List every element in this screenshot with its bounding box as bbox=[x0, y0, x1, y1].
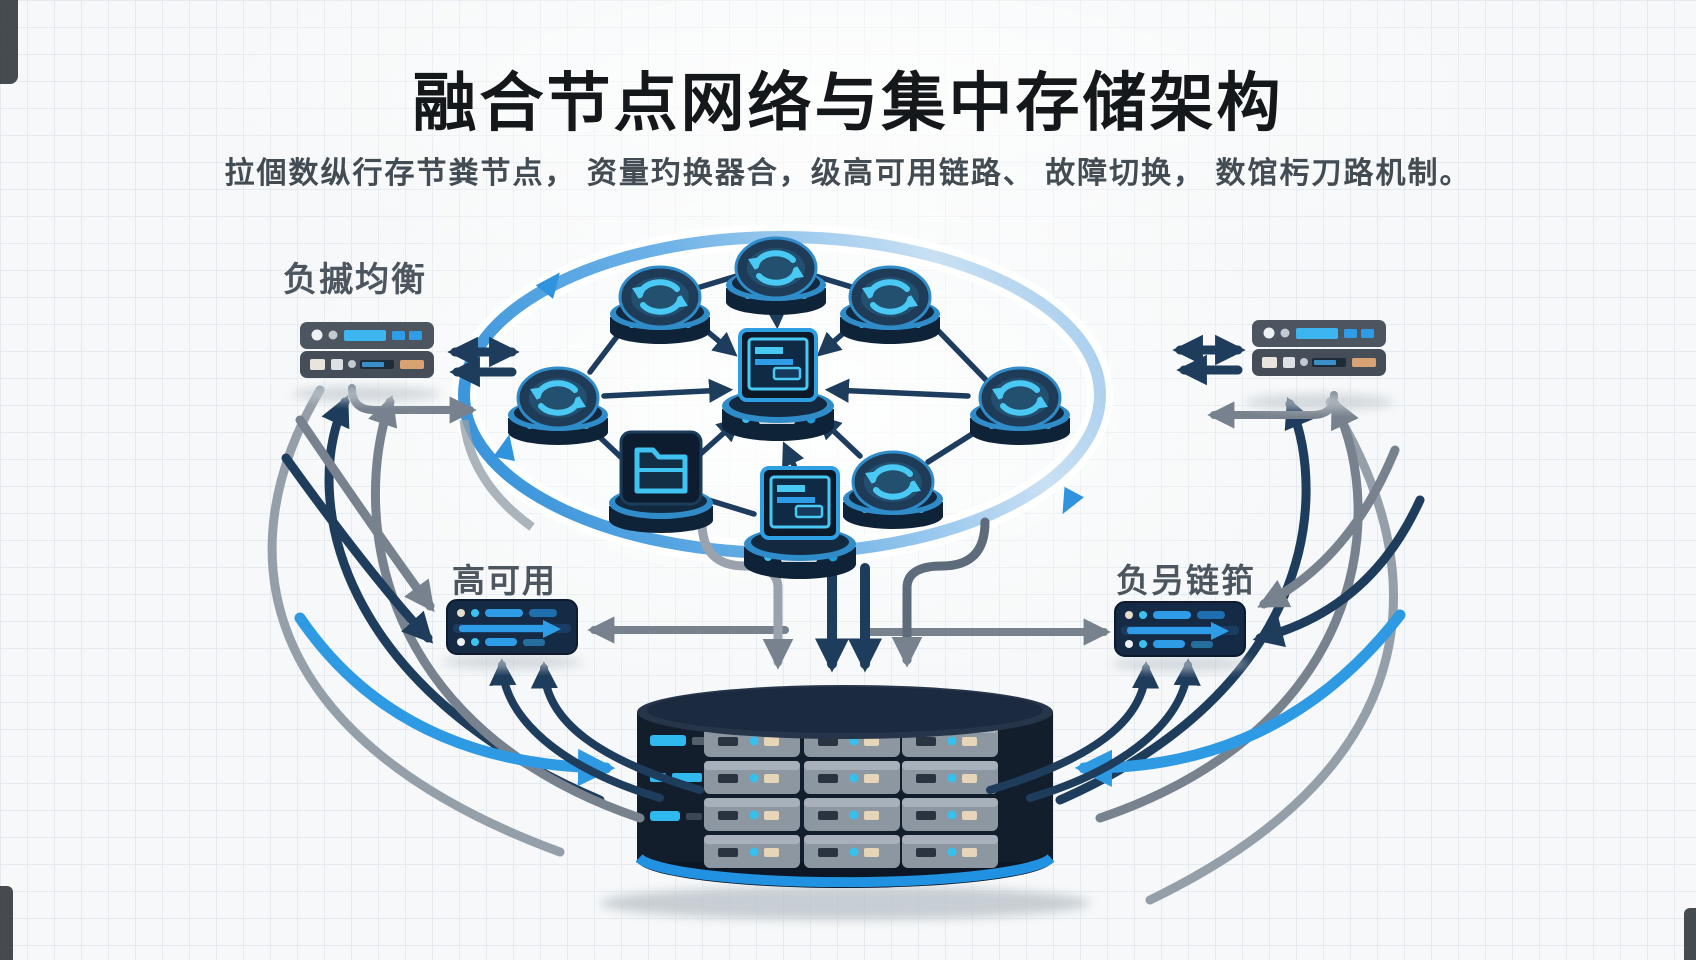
ring-arrowhead bbox=[493, 434, 515, 462]
storage-shadow bbox=[600, 886, 1090, 920]
storage-to-right-rack-arrow bbox=[1095, 397, 1363, 823]
paper-edge-mark bbox=[1684, 908, 1696, 960]
right-to-link-arrow bbox=[1252, 495, 1425, 648]
page-title: 融合节点网络与集中存储架构 bbox=[412, 67, 1284, 139]
sync-icon bbox=[508, 368, 608, 445]
label-high-availability: 高可用 bbox=[452, 562, 557, 599]
ring-arrowhead bbox=[1062, 486, 1084, 515]
document-server-icon bbox=[720, 328, 836, 443]
left-to-ha-arrow bbox=[281, 453, 434, 644]
storage-base-stripe bbox=[635, 854, 1055, 888]
ring-arrowhead bbox=[535, 272, 560, 299]
down-arrow-steel bbox=[891, 517, 990, 668]
mesh-edge-arrow bbox=[824, 378, 971, 403]
mesh-node-bottom-left bbox=[609, 432, 713, 533]
left-rack bbox=[292, 322, 442, 402]
right-to-link-arrow bbox=[1257, 445, 1400, 609]
sync-icon bbox=[840, 267, 940, 344]
mesh-node-center bbox=[720, 328, 836, 443]
label-load-balancer: 负摵均衡 bbox=[283, 261, 427, 299]
sync-icon bbox=[610, 267, 710, 344]
load-balancer-appliance bbox=[300, 322, 434, 378]
mesh-node-bottom bbox=[742, 466, 858, 581]
paper-edge-mark bbox=[0, 0, 18, 84]
mesh-edge-arrow bbox=[601, 378, 734, 403]
mesh-node-left bbox=[508, 368, 608, 445]
panel-shadow bbox=[1111, 657, 1251, 671]
storage-to-link-arrow bbox=[986, 661, 1160, 794]
page-subtitle: 拉個数纵行存节粪节点， 资量玓换器合，级高可用链路、 故障切换， 数馆杇刀路机制… bbox=[224, 157, 1472, 190]
storage-to-link-arrow bbox=[1026, 658, 1201, 802]
label-link-aggregation: 负叧链筘 bbox=[1116, 562, 1256, 599]
ring-shadow-arc bbox=[459, 419, 535, 531]
storage-to-ha-arrow bbox=[530, 661, 704, 794]
folder-icon bbox=[609, 432, 713, 533]
load-balancer-appliance bbox=[1252, 320, 1386, 376]
left-to-ha-arrow bbox=[295, 415, 435, 613]
panel-shadow bbox=[442, 655, 582, 669]
right-rack bbox=[1244, 320, 1394, 410]
rack-shadow bbox=[292, 386, 442, 402]
storage-to-ha-arrow bbox=[489, 658, 664, 802]
storage-array bbox=[600, 685, 1090, 920]
high-availability-panel bbox=[442, 599, 582, 669]
mesh-node-top-right bbox=[840, 267, 940, 344]
mesh-to-storage-arrows bbox=[697, 517, 990, 673]
mesh-node-top-left bbox=[610, 267, 710, 344]
monitor-icon bbox=[742, 466, 858, 581]
rack-shadow bbox=[1244, 394, 1394, 410]
blue-to-storage-arrow bbox=[1074, 609, 1406, 787]
flow-arrows-left bbox=[267, 336, 789, 857]
link-aggregation-panel bbox=[1111, 601, 1251, 671]
paper-edge-mark bbox=[0, 886, 13, 960]
outer-loop-arc bbox=[1145, 397, 1398, 905]
blue-to-storage-arrow bbox=[294, 612, 616, 787]
